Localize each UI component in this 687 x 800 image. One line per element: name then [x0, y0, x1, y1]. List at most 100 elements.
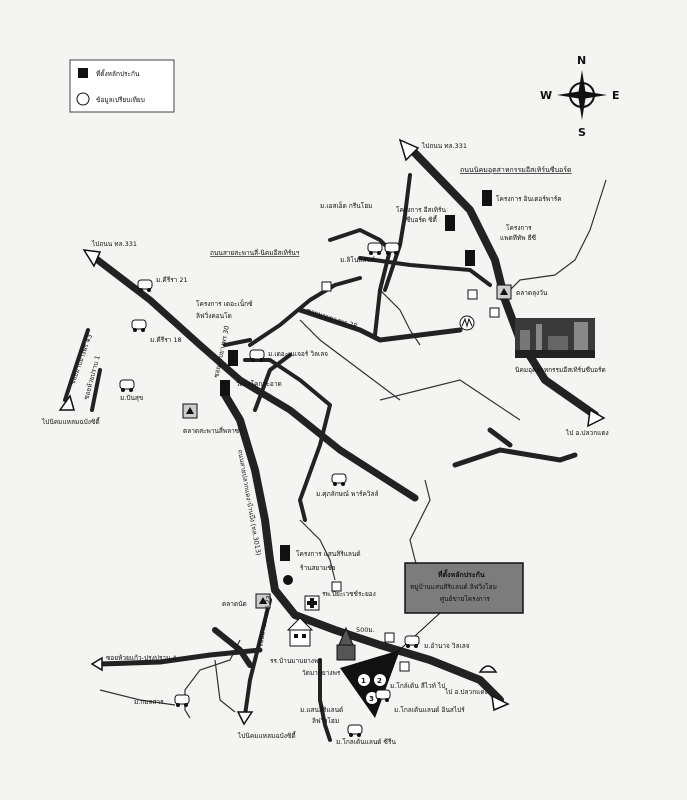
label-shop: ร้านสยามชัย [300, 564, 336, 572]
label-m-ssl-home: ม.ลิโนแลนด์ [340, 256, 375, 264]
road-top-east [358, 256, 492, 287]
house-icon [137, 279, 153, 292]
arrow-soi4-icon [90, 656, 103, 672]
legend-comparable-label: ข้อมูลเปรียบเทียบ [96, 96, 145, 104]
subject-box [404, 562, 524, 614]
label-proj-ssl: โครงการ แสนสิริแลนด์ [296, 550, 361, 558]
soi-43 [63, 328, 90, 402]
convenience-store-icon [384, 632, 395, 643]
label-m-essed: ม.เอสเอ็ด กรีนโฮม [320, 201, 372, 210]
marker-2 [374, 674, 386, 686]
label-school: รร.บ้านมาบยางพร [270, 657, 322, 665]
subject-line-2: หมู่บ้านแสนสิริแลนด์ ลิฟวิ่งโฮม [410, 582, 497, 591]
house-icon [384, 242, 400, 255]
road-331-industrial [406, 144, 599, 419]
label-temple: วัดมาบยางพร [302, 669, 341, 677]
label-proj-pattaraphon: โครงการ [506, 224, 532, 232]
label-m-lanna2: ลิฟวิ่งโฮม [312, 716, 339, 725]
industrial-logo-icon [459, 315, 475, 331]
building-icon [280, 545, 290, 561]
inner-road-b [253, 353, 292, 412]
road-3013 [221, 391, 504, 704]
convenience-store-icon [321, 281, 332, 292]
label-proj-interpark: โครงการ อินเตอร์พาร์ค [496, 195, 562, 203]
compass-n: N [577, 54, 586, 67]
legend: ที่ตั้งหลักประกัน ข้อมูลเปรียบเทียบ [69, 59, 175, 113]
hospital-icon [304, 595, 320, 611]
compass-s: S [578, 126, 586, 139]
thin-road-7 [99, 689, 176, 706]
label-market-sapansi: ตลาดสะพานสี่พลาซ่า [183, 426, 243, 435]
label-market-lungwan: ตลาดลุงวัน [516, 289, 548, 297]
house-icon [119, 379, 135, 392]
label-m-amanda: ม.อำนาจ วิลเลจ [424, 642, 470, 650]
temple-icon [336, 626, 356, 661]
label-331-left: ไปถนน ทล.331 [91, 240, 137, 248]
marker-3 [366, 692, 378, 704]
building-icon [445, 215, 455, 231]
label-hospital: รพ.ปิยะเวชช์ระยอง [322, 590, 376, 598]
label-331-top: ไปถนน ทล.331 [421, 142, 467, 150]
arrow-soi23-icon [236, 711, 254, 726]
market-icon [182, 403, 198, 419]
road-sapansi-nikom [248, 276, 362, 347]
label-m-golden-siri: ม.โกลเด้นแลนด์ ซีรีน [336, 738, 396, 746]
inner-road-a [243, 358, 332, 522]
convenience-store-icon [331, 581, 342, 592]
subject-line-1: ที่ตั้งหลักประกัน [438, 568, 485, 579]
label-m-khiri18: ม.คีรีรา 18 [150, 336, 182, 344]
marker-2-label: 2 [377, 677, 382, 685]
place-icons [119, 190, 512, 737]
label-to-nikomcity-bottom: ไปนิคมแหลมฉบังซิตี้ [237, 731, 297, 740]
building-icon [465, 250, 475, 266]
thin-road-2 [299, 319, 401, 401]
map-labels: ไปถนน ทล.331 ถนนนิคมอุตสาหกรรมอีสเทิร์นซ… [41, 142, 609, 746]
label-m-pansuk: ม.ปันสุข [120, 394, 143, 402]
direction-arrows [58, 138, 606, 726]
compass-w: W [540, 89, 552, 102]
label-m-delux: ม.เดอะเนเจอร์ วิลเลจ [268, 350, 328, 358]
major-roads [63, 144, 599, 742]
label-to-pluakdaeng-right: ไป อ.ปลวกแดง [565, 429, 609, 437]
project-triangle [340, 650, 400, 718]
label-industrial-road: ถนนนิคมอุตสาหกรรมอีสเทิร์นซีบอร์ด [460, 166, 572, 174]
label-m-lanna: ม.แสนสิริแลนด์ [300, 706, 343, 714]
label-to-nikomcity-left: ไปนิคมแหลมฉบังซิตี้ [41, 417, 101, 426]
compass-west-icon [557, 91, 582, 99]
arrow-331-top-icon [398, 138, 420, 162]
soi-28 [297, 307, 463, 343]
subject-line-3: ศูนย์ขายโครงการ [440, 595, 490, 603]
house-icon [375, 689, 391, 702]
house-icon [404, 635, 420, 648]
label-industrial-estate: นิคมอุตสาหกรรมอีสเทิร์นซีบอร์ด [515, 366, 606, 374]
building-icon [220, 380, 230, 396]
label-m-golden-land: ม.โกลเด้นแลนด์ อินสไปร์ [394, 706, 465, 714]
industrial-estate-photo [515, 318, 595, 358]
arrow-pluakdaeng-bottom-icon [491, 694, 510, 712]
house-icon [331, 473, 347, 486]
marker-3-label: 3 [369, 695, 374, 703]
road-lower-right-2 [487, 427, 513, 448]
minor-roads [99, 179, 607, 719]
thin-road-3 [379, 379, 521, 421]
project-location-icon [78, 68, 88, 78]
convenience-store-icon [489, 307, 500, 318]
label-m-sukkan: ม.ศุภลักษณ์ พาร์ควิลล์ [316, 490, 378, 498]
label-to-pluakdaeng-bottom: ไป อ.ปลวกแดง [444, 688, 488, 696]
industrial-boundary [499, 179, 607, 301]
house-icon [174, 694, 190, 707]
label-m-wan: วัดวังโคกสะอาด [236, 380, 282, 388]
road-bottom-left [212, 627, 253, 668]
inner-road-c [223, 338, 252, 347]
house-icon [131, 319, 147, 332]
compass-south-icon [578, 95, 586, 120]
compass-e: E [612, 89, 620, 102]
road-essed-junction [383, 173, 412, 292]
comparable-data-icon [76, 92, 90, 106]
label-soi-4: ซอยห้วยแก้ว-ปรุงปราม 4 [106, 654, 177, 662]
label-market-nut: ตลาดนัด [222, 600, 247, 608]
house-icon [249, 349, 265, 362]
shop-icon [283, 575, 293, 585]
project-site: 1 2 3 500ม. [340, 626, 400, 718]
